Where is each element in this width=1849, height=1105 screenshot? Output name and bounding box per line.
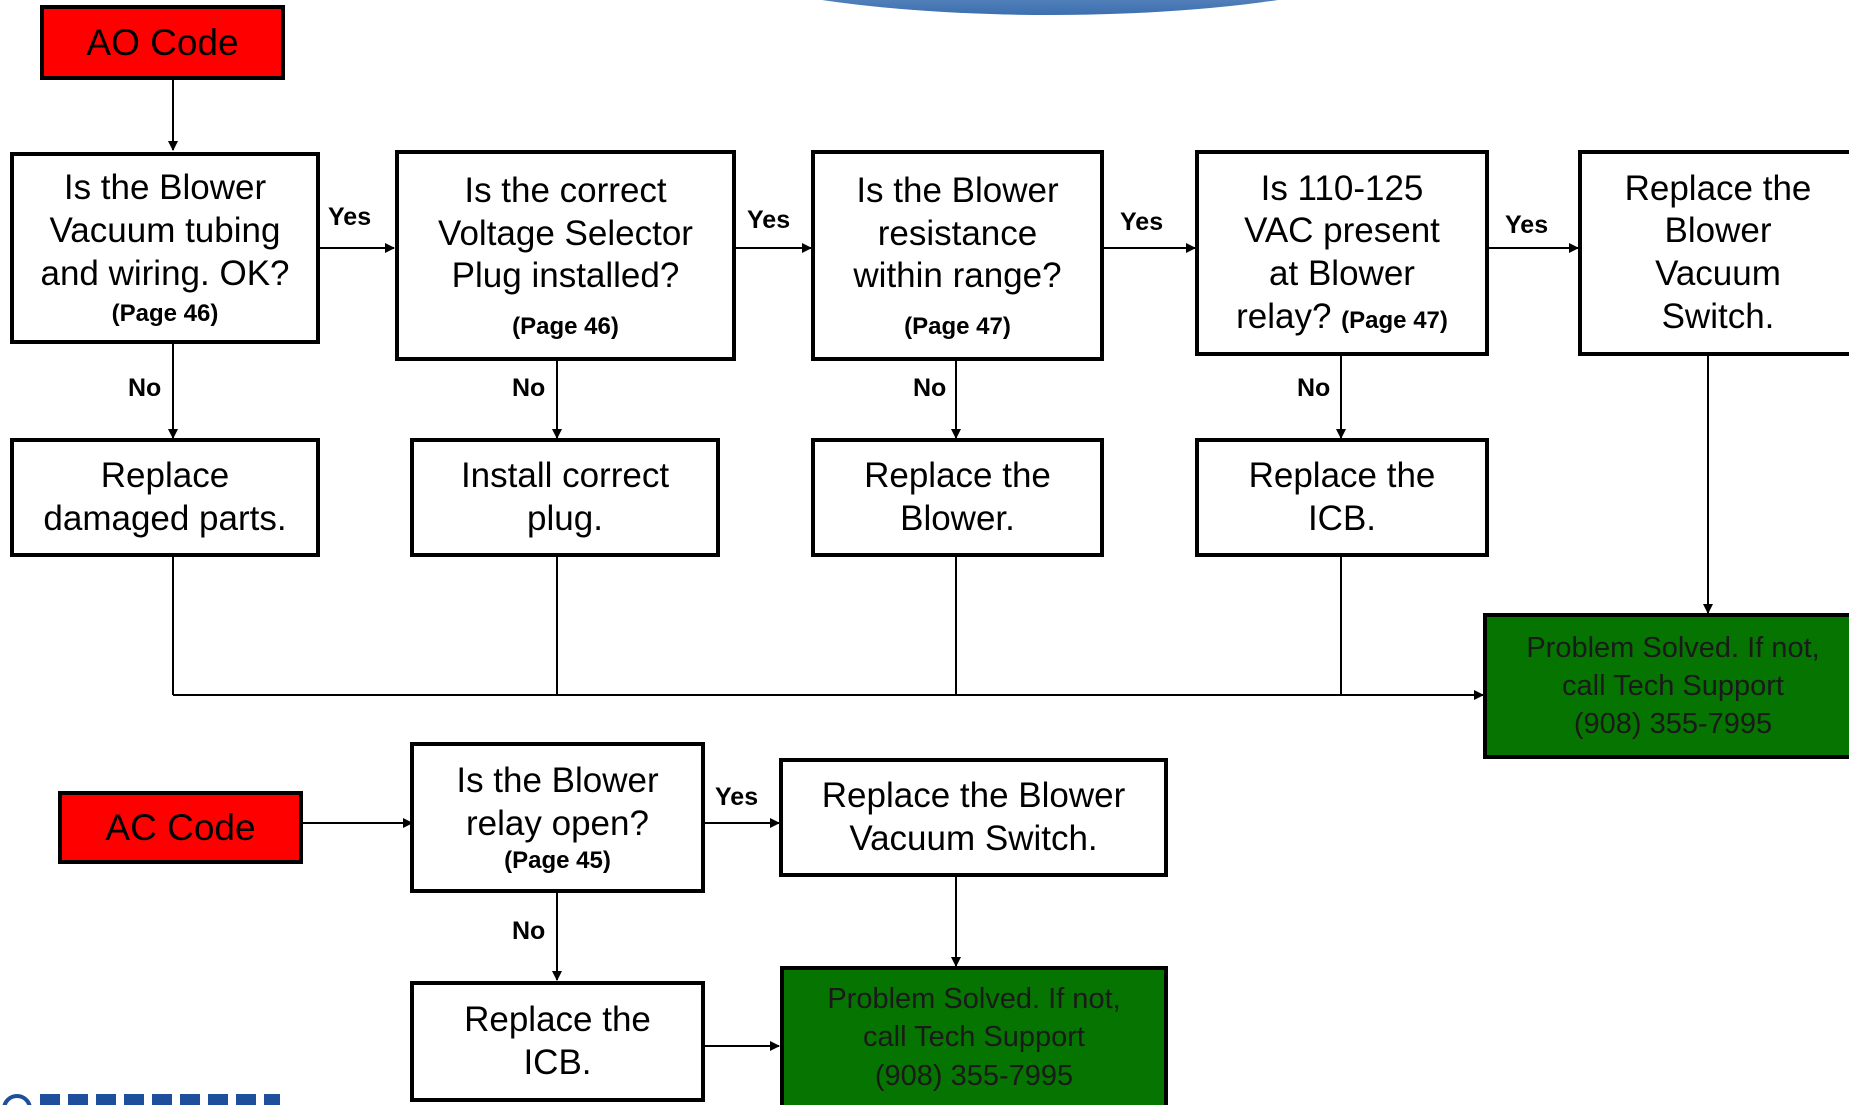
yes-label-3: Yes (1120, 208, 1164, 236)
question-text: Is the Blower resistance within range? (853, 170, 1062, 296)
solved-box-ac: Problem Solved. If not, call Tech Suppor… (780, 966, 1168, 1105)
final-action-text: Replace the Blower Vacuum Switch. (1624, 168, 1812, 336)
page-reference: (Page 46) (111, 300, 219, 328)
action-text: Replace the ICB. (464, 999, 651, 1082)
action-text: Replace the ICB. (1248, 455, 1436, 538)
solved-text: Problem Solved. If not, call Tech Suppor… (827, 983, 1121, 1092)
action-text: Replace the Blower. (864, 455, 1051, 538)
question-text: Is the correct Voltage Selector Plug ins… (438, 170, 693, 296)
question-box-q2: Is the correct Voltage Selector Plug ins… (395, 150, 736, 361)
page-reference: (Page 45) (504, 846, 611, 874)
no-action-box-1: Replace damaged parts. (10, 438, 320, 557)
page-reference: (Page 47) (1341, 306, 1448, 334)
ao-code-label: AO Code (86, 21, 239, 63)
page-reference: (Page 47) (904, 312, 1011, 340)
logo-wordmark (40, 1094, 280, 1105)
final-action-box: Replace the Blower Vacuum Switch. (1578, 150, 1849, 356)
yes-label-4: Yes (1505, 211, 1549, 239)
no-label-2: No (512, 374, 546, 402)
question-box-q4: Is 110-125 VAC present at Blower relay? … (1195, 150, 1489, 356)
ac-code-label: AC Code (105, 806, 256, 848)
ao-code-box: AO Code (40, 5, 285, 80)
solved-text: Problem Solved. If not, call Tech Suppor… (1526, 631, 1820, 741)
no-label-1: No (128, 374, 162, 402)
company-logo (0, 1094, 290, 1105)
question-text: Is the Blower relay open? (456, 761, 659, 843)
yes-label-2: Yes (747, 206, 791, 234)
action-text: Install correct plug. (460, 455, 670, 538)
solved-box-ao: Problem Solved. If not, call Tech Suppor… (1483, 613, 1849, 759)
action-text: Replace the Blower Vacuum Switch. (821, 775, 1126, 858)
action-text: Replace damaged parts. (43, 455, 287, 538)
no-action-box-3: Replace the Blower. (811, 438, 1104, 557)
question-text-main: Is 110-125 VAC present at Blower relay? (1236, 168, 1440, 336)
yes-label-1: Yes (328, 203, 372, 231)
page-reference: (Page 46) (512, 312, 619, 340)
question-box-q1: Is the Blower Vacuum tubing and wiring. … (10, 152, 320, 344)
question-box-ac: Is the Blower relay open? (Page 45) (410, 742, 705, 893)
yes-action-box-ac: Replace the Blower Vacuum Switch. (779, 758, 1168, 877)
no-action-box-2: Install correct plug. (410, 438, 720, 557)
logo-mark-icon (2, 1094, 32, 1105)
no-label-4: No (1297, 374, 1331, 402)
question-text: Is 110-125 VAC present at Blower relay? … (1236, 168, 1448, 339)
ac-code-box: AC Code (58, 791, 303, 864)
yes-label-ac: Yes (715, 783, 759, 811)
question-text: Is the Blower Vacuum tubing and wiring. … (40, 168, 290, 293)
no-action-box-4: Replace the ICB. (1195, 438, 1489, 557)
question-box-q3: Is the Blower resistance within range? (… (811, 150, 1104, 361)
no-label-3: No (913, 374, 947, 402)
no-action-box-ac: Replace the ICB. (410, 981, 705, 1102)
no-label-ac: No (512, 917, 546, 945)
